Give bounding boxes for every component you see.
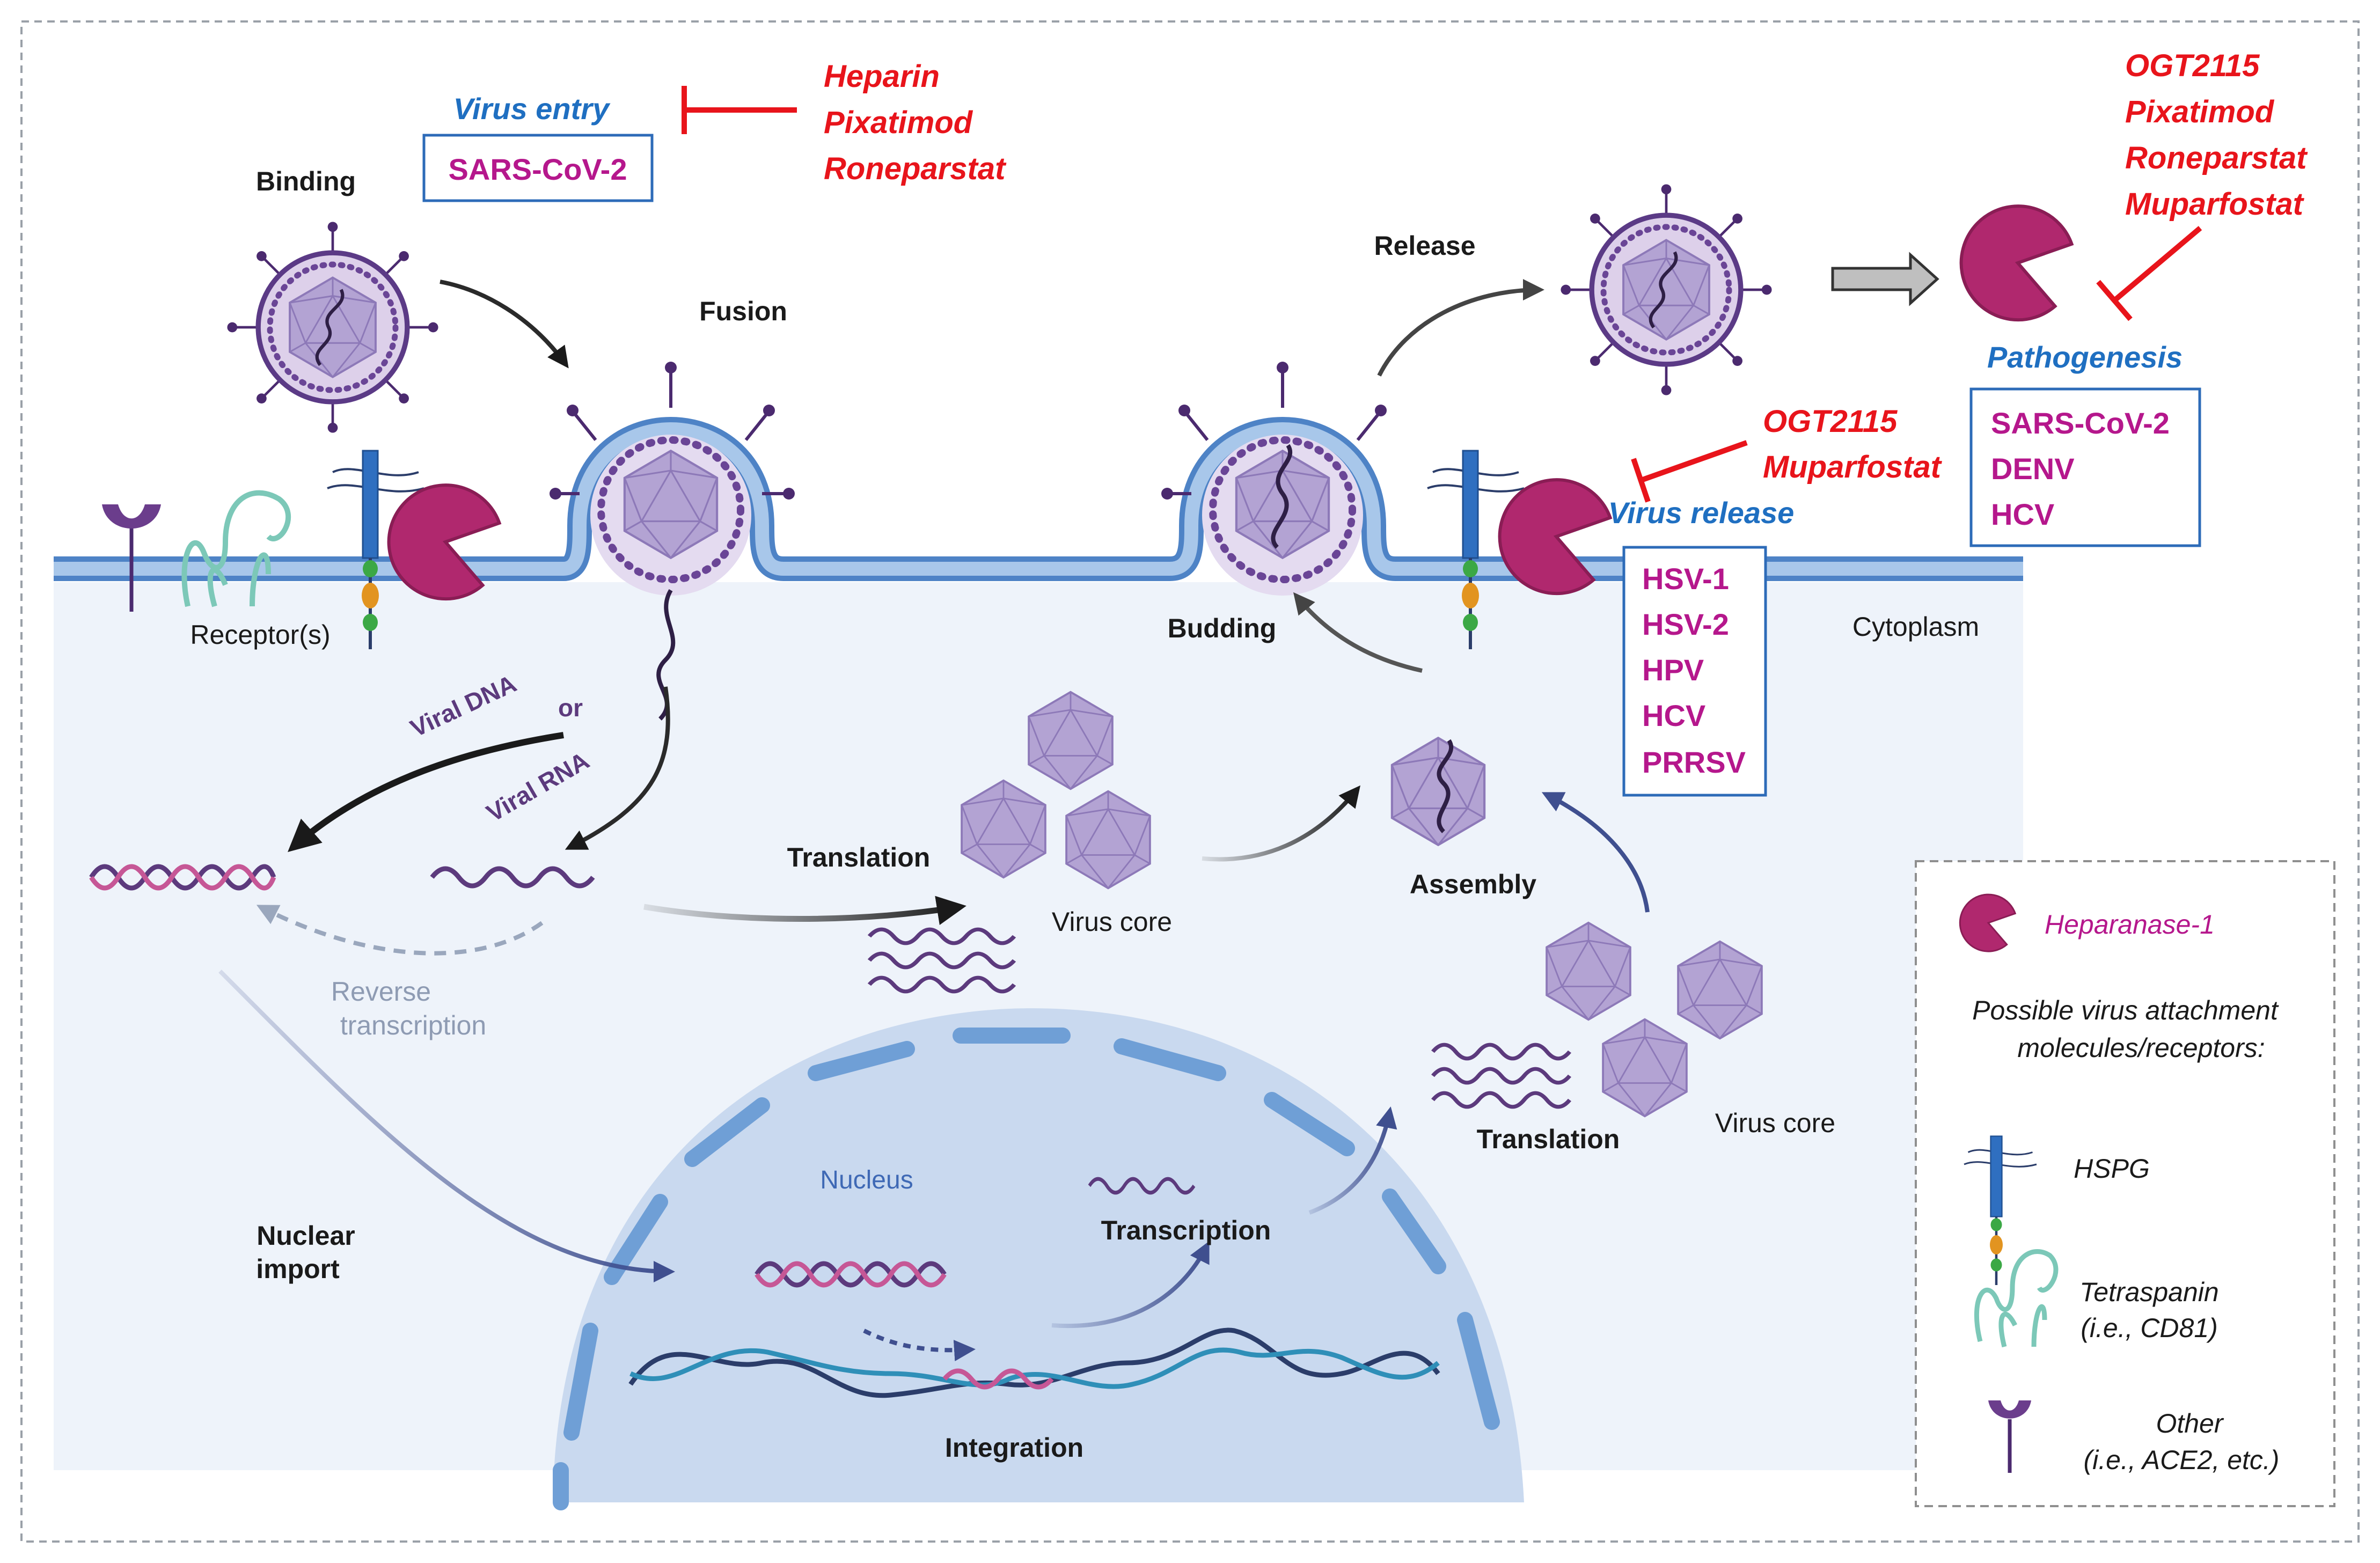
entry-inhibitor: Heparin (824, 59, 940, 94)
pathogenesis-inhibitor: Roneparstat (2125, 141, 2308, 175)
nuclear-viral-dna (755, 1261, 947, 1288)
release-inhibitor: Muparfostat (1763, 450, 1943, 485)
release-virus: HSV-1 (1642, 562, 1729, 596)
release-virus: HPV (1642, 653, 1704, 687)
pathogenesis-inhibitor: OGT2115 (2125, 48, 2260, 83)
virion-fusion (550, 362, 795, 721)
host-chromosome (628, 1327, 1440, 1398)
label-import: import (256, 1254, 340, 1284)
label-release: Release (1374, 231, 1475, 261)
legend-box (1915, 860, 2335, 1507)
label-budding: Budding (1168, 613, 1277, 643)
label-integration: Integration (945, 1433, 1083, 1463)
legend-other-icon (1988, 1400, 2031, 1473)
outer-frame (20, 20, 2360, 1543)
legend-hspg-label: HSPG (2074, 1154, 2150, 1184)
label-fusion: Fusion (699, 296, 787, 326)
label-cytoplasm: Cytoplasm (1852, 612, 1979, 642)
tetraspanin-icon (181, 490, 291, 607)
pathogenesis-virus: SARS-CoV-2 (1991, 406, 2170, 440)
label-binding: Binding (256, 166, 356, 196)
release-title: Virus release (1608, 496, 1795, 530)
legend-possible-2: molecules/receptors: (2017, 1033, 2265, 1063)
pathogenesis-inhibitor: Pixatimod (2125, 94, 2275, 129)
label-or: or (558, 694, 583, 722)
entry-virus-box (422, 134, 654, 202)
entry-title: Virus entry (453, 92, 611, 126)
release-virus: PRRSV (1642, 745, 1746, 779)
pathogenesis-title: Pathogenesis (1987, 340, 2183, 374)
other-receptor-icon (102, 504, 161, 612)
pathogenesis-virus: DENV (1991, 452, 2075, 486)
nucleus-region (553, 1008, 1524, 1502)
inhibition-pathogenesis (2096, 226, 2202, 321)
label-transcription: Transcription (1101, 1215, 1271, 1245)
legend-other-label: Other (2156, 1408, 2224, 1439)
pathway-arrows (218, 279, 1650, 1361)
label-translation-2: Translation (1477, 1124, 1620, 1154)
label-reverse: Reverse (331, 977, 431, 1007)
label-nucleus: Nucleus (820, 1166, 913, 1194)
label-receptors: Receptor(s) (190, 620, 330, 650)
plasma-membrane (54, 417, 2023, 581)
legend-tetraspanin-icon (1974, 1249, 2059, 1348)
pathogenesis-inhibitor: Muparfostat (2125, 187, 2305, 222)
release-virus-box (1622, 546, 1767, 797)
release-inhibitor: OGT2115 (1763, 404, 1898, 439)
block-arrow (1831, 252, 1939, 306)
label-reverse-transcription: transcription (340, 1010, 486, 1040)
entry-inhibitor: Roneparstat (824, 151, 1007, 186)
legend-heparanase-label: Heparanase-1 (2045, 909, 2215, 940)
label-virus-core-2: Virus core (1715, 1108, 1835, 1138)
legend-tetraspanin-label: Tetraspanin (2079, 1277, 2218, 1307)
inhibition-entry (682, 86, 797, 134)
release-virus: HCV (1642, 699, 1705, 732)
inhibition-release (1631, 440, 1748, 503)
label-virus-core-1: Virus core (1052, 907, 1172, 937)
label-translation-1: Translation (787, 842, 931, 872)
legend-other-example: (i.e., ACE2, etc.) (2084, 1445, 2280, 1475)
virus-core-assembly (1392, 738, 1484, 845)
pathogenesis-virus: HCV (1991, 497, 2054, 531)
pathogenesis-virus-box (1969, 387, 2201, 547)
label-assembly: Assembly (1410, 869, 1536, 899)
entry-virus: SARS-CoV-2 (449, 152, 627, 186)
legend-tetraspanin-example: (i.e., CD81) (2081, 1313, 2218, 1343)
virion-budding (1161, 362, 1387, 596)
viral-dna-double-helix (89, 864, 276, 891)
virion-binding (227, 222, 438, 432)
virion-release (1561, 184, 1771, 395)
entry-inhibitor: Pixatimod (824, 105, 973, 140)
label-nuclear: Nuclear (257, 1221, 355, 1251)
release-virus: HSV-2 (1642, 607, 1729, 641)
heparanase-icon (1949, 193, 2078, 330)
nuclear-envelope (553, 1028, 1500, 1510)
legend-possible-1: Possible virus attachment (1972, 995, 2279, 1025)
